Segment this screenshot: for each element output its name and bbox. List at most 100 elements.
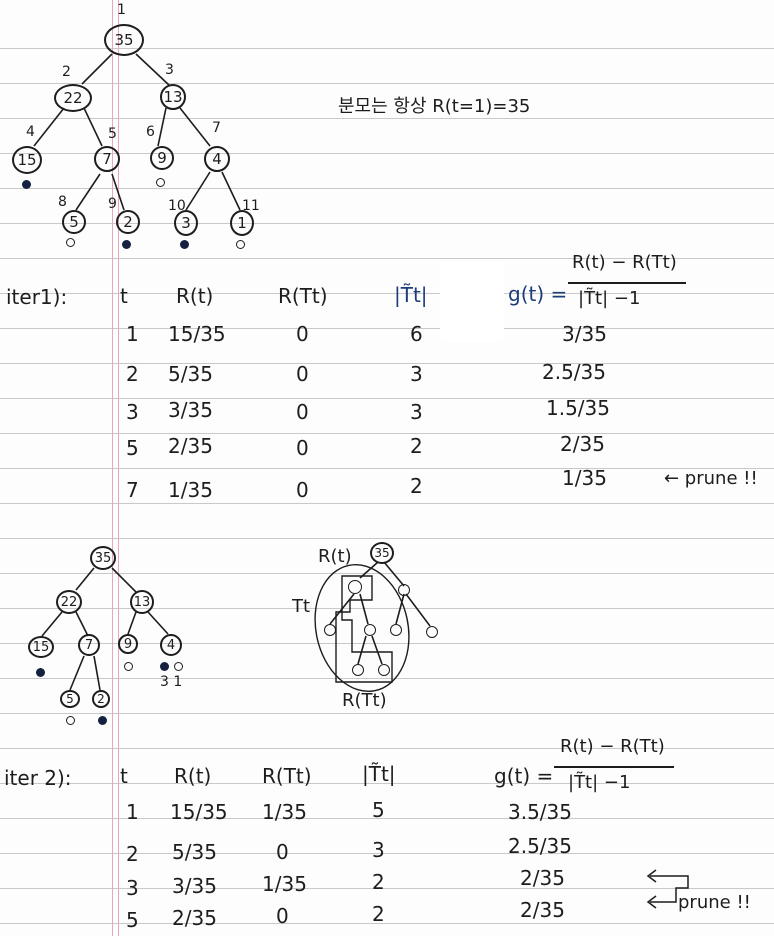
denominator-note: 분모는 항상 R(t=1)=35	[338, 96, 531, 117]
diagram-tt-label: Tt	[292, 596, 311, 617]
iter2-header-tt: |T̃t|	[362, 762, 396, 786]
iter2-row-4-tt: 2	[372, 902, 385, 926]
iter1-row-2-rt: 5/35	[168, 362, 213, 386]
iter1-row-1-g: 3/35	[562, 322, 607, 346]
iter1-row-4-t: 5	[126, 436, 139, 460]
tree2-node-e: 7	[78, 634, 100, 656]
iter1-row-4-rtt: 0	[296, 436, 309, 460]
iter1-formula-numerator: R(t) − R(Tt)	[572, 252, 677, 273]
iter1-row-1-tt: 6	[410, 322, 423, 346]
leaf-marker-filled	[180, 240, 189, 249]
iter1-row-2-g: 2.5/35	[542, 360, 606, 384]
iter2-prune-note: prune !!	[678, 892, 751, 913]
iter2-row-2-tt: 3	[372, 838, 385, 862]
iter1-label: iter1):	[6, 285, 68, 309]
tree1-node-7: 4	[204, 146, 230, 172]
iter1-header-rt: R(t)	[176, 284, 214, 308]
iter2-header-t: t	[120, 764, 128, 788]
iter2-row-4-g: 2/35	[520, 898, 565, 922]
iter1-row-2-rtt: 0	[296, 362, 309, 386]
iter1-row-4-g: 2/35	[560, 432, 605, 456]
node-index-2: 2	[62, 64, 71, 80]
iter2-row-3-tt: 2	[372, 870, 385, 894]
iter1-header-tt: |T̃t|	[394, 283, 428, 307]
tree2-node-f: 9	[118, 634, 138, 654]
diagram-node	[352, 664, 364, 676]
iter1-row-5-rtt: 0	[296, 478, 309, 502]
leaf-marker-filled	[22, 180, 31, 189]
tree2-node-i: 2	[92, 690, 110, 708]
node-index-9: 9	[108, 196, 117, 212]
leaf-marker-filled	[122, 240, 131, 249]
node-index-7: 7	[212, 120, 221, 136]
leaf-marker-empty	[156, 178, 165, 187]
diagram-node	[426, 626, 438, 638]
iter1-header-t: t	[120, 284, 128, 308]
iter1-header-rtt: R(Tt)	[278, 284, 328, 308]
iter1-formula-lhs: g(t) =	[508, 282, 568, 306]
tree2-node-h: 5	[60, 690, 80, 708]
iter2-row-1-t: 1	[126, 800, 139, 824]
margin-line-right	[118, 0, 119, 936]
iter2-row-1-g: 3.5/35	[508, 800, 572, 824]
iter2-row-1-rtt: 1/35	[262, 800, 307, 824]
iter2-fraction-bar	[554, 766, 674, 768]
iter2-row-2-t: 2	[126, 842, 139, 866]
leaf-marker-filled	[160, 662, 169, 671]
iter1-prune-note: ← prune !!	[664, 468, 758, 489]
iter1-row-5-g: 1/35	[562, 466, 607, 490]
iter2-header-rtt: R(Tt)	[262, 764, 312, 788]
iter1-row-4-tt: 2	[410, 434, 423, 458]
tree2-node-d: 15	[28, 636, 54, 658]
tree1-node-10: 3	[174, 210, 198, 236]
iter2-row-3-g: 2/35	[520, 866, 565, 890]
diagram-node	[324, 624, 336, 636]
tree1-node-5: 7	[94, 146, 120, 172]
tree1-node-2: 22	[54, 84, 92, 112]
iter1-row-3-t: 3	[126, 400, 139, 424]
tree2-leaf-numbers: 3 1	[160, 674, 183, 690]
iter1-row-3-rt: 3/35	[168, 398, 213, 422]
iter2-row-2-rtt: 0	[276, 840, 289, 864]
iter2-formula-lhs: g(t) =	[494, 764, 554, 788]
tree2-node-b: 22	[56, 590, 82, 614]
diagram-node	[364, 624, 376, 636]
iter2-row-1-rt: 15/35	[170, 800, 228, 824]
diagram-rt-label: R(t)	[318, 546, 352, 567]
iter2-header-rt: R(t)	[174, 764, 212, 788]
leaf-marker-filled	[36, 668, 45, 677]
diagram-root-node: 35	[370, 542, 394, 564]
iter1-row-3-rtt: 0	[296, 400, 309, 424]
node-index-3: 3	[165, 62, 174, 78]
iter2-row-3-rtt: 1/35	[262, 872, 307, 896]
iter1-row-1-rtt: 0	[296, 322, 309, 346]
iter2-row-4-t: 5	[126, 908, 139, 932]
tree1-node-6: 9	[150, 146, 174, 170]
iter2-row-4-rt: 2/35	[172, 906, 217, 930]
leaf-marker-empty	[236, 240, 245, 249]
iter2-row-2-g: 2.5/35	[508, 834, 572, 858]
node-index-8: 8	[58, 194, 67, 210]
iter2-row-4-rtt: 0	[276, 904, 289, 928]
iter1-row-1-rt: 15/35	[168, 322, 226, 346]
tree2-node-root: 35	[90, 546, 116, 570]
tree2-node-c: 13	[130, 590, 154, 614]
leaf-marker-empty	[174, 662, 183, 671]
node-index-5: 5	[108, 126, 117, 142]
iter1-formula-denominator: |T̃t| −1	[578, 288, 641, 309]
iter1-row-2-tt: 3	[410, 362, 423, 386]
leaf-marker-empty	[66, 238, 75, 247]
iter2-formula-numerator: R(t) − R(Tt)	[560, 736, 665, 757]
node-index-4: 4	[26, 124, 35, 140]
node-index-1: 1	[117, 2, 126, 18]
diagram-rtt-label: R(Tt)	[342, 690, 387, 711]
iter2-label: iter 2):	[4, 766, 72, 790]
iter2-row-3-rt: 3/35	[172, 874, 217, 898]
leaf-marker-empty	[66, 716, 75, 725]
iter1-row-1-t: 1	[126, 322, 139, 346]
iter1-row-4-rt: 2/35	[168, 434, 213, 458]
iter1-row-5-rt: 1/35	[168, 478, 213, 502]
diagram-node	[378, 664, 390, 676]
leaf-marker-filled	[98, 716, 107, 725]
